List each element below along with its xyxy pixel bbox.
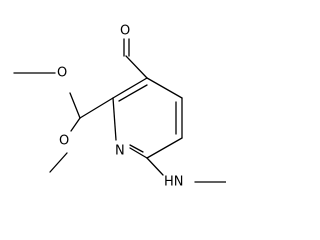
acetal-lower-o-bond <box>70 117 81 132</box>
methoxy-oxygen-lower-label: O <box>59 134 69 149</box>
ring-bond-c3-c4 <box>146 77 183 99</box>
amine-label: HN <box>164 175 184 189</box>
aldehyde-oxygen-label: O <box>120 24 130 39</box>
atom-labels: O O O N HN <box>57 24 184 189</box>
ring-bond-c6-n1 <box>129 147 148 159</box>
methoxy-oxygen-upper-label: O <box>57 66 67 81</box>
ring-bond-c2-c3-inner <box>118 84 148 102</box>
acetal-bond <box>79 97 114 119</box>
ring-bond-n1-c2 <box>112 97 117 141</box>
molecule-structure: O O O N HN <box>13 24 226 189</box>
acetal-upper-o-bond <box>69 92 81 119</box>
amine-bond <box>146 157 164 176</box>
ring-bond-c5-c6 <box>146 137 183 159</box>
bonds <box>13 38 226 183</box>
ring-bond-c6-n1-inner <box>129 144 144 153</box>
ring-bond-c2-c3 <box>112 77 148 99</box>
aldehyde-ch-bond <box>125 55 148 79</box>
lower-methoxy-methyl-bond <box>49 152 68 173</box>
ring-nitrogen-label: N <box>115 144 125 159</box>
